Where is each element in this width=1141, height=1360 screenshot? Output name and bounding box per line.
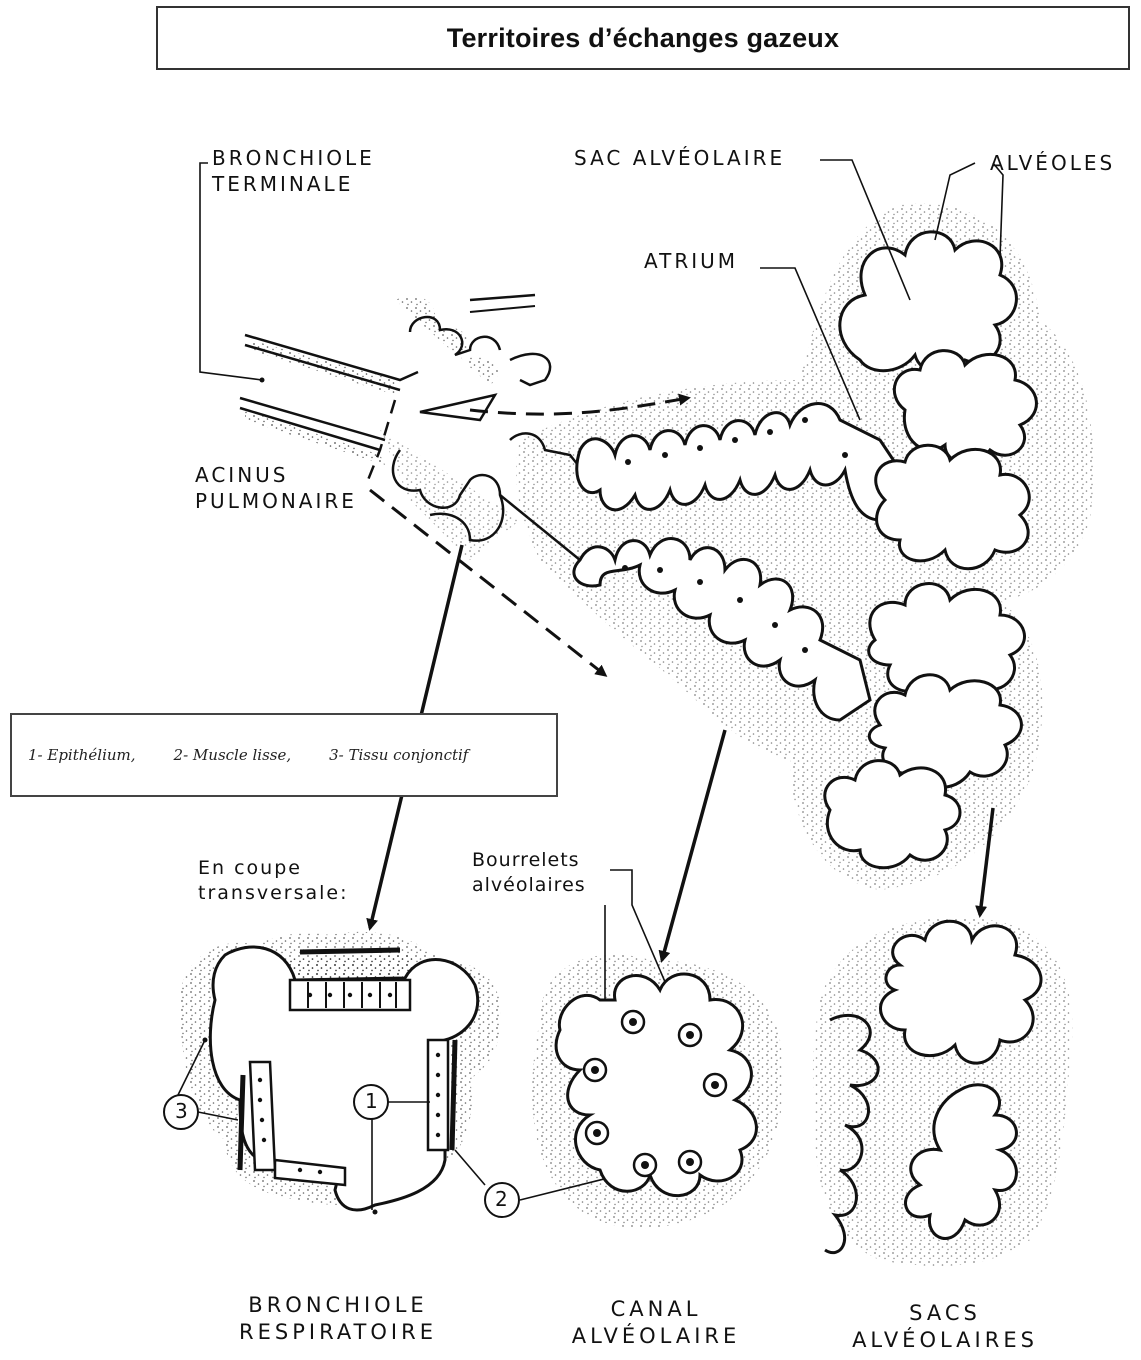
- arrow-to-canal-section: [662, 730, 725, 960]
- label-alveoles: ALVÉOLES: [990, 150, 1115, 176]
- label-bronchiole-respiratoire-line2: RESPIRATOIRE: [228, 1319, 448, 1346]
- label-sacs-alveolaires: SACS ALVÉOLAIRES: [835, 1300, 1055, 1355]
- label-en-coupe-line2: transversale:: [198, 881, 349, 906]
- label-bronchiole-terminale-line2: TERMINALE: [212, 171, 375, 197]
- label-acinus-pulmonaire: ACINUS PULMONAIRE: [195, 462, 357, 514]
- label-sac-alveolaire: SAC ALVÉOLAIRE: [574, 145, 785, 171]
- label-en-coupe-line1: En coupe: [198, 856, 349, 881]
- legend-box: 1- Epithélium, 2- Muscle lisse, 3- Tissu…: [10, 713, 558, 797]
- number-2-label: 2: [495, 1186, 508, 1212]
- legend-item-tissu-conjonctif: 3- Tissu conjonctif: [329, 746, 468, 764]
- label-sacs-alveolaires-line2: ALVÉOLAIRES: [835, 1327, 1055, 1354]
- legend-item-epithelium: 1- Epithélium,: [28, 746, 136, 764]
- legend-item-muscle-lisse: 2- Muscle lisse,: [174, 746, 292, 764]
- label-bronchiole-terminale: BRONCHIOLE TERMINALE: [212, 145, 375, 197]
- section-canal-alveolaire: [532, 955, 783, 1229]
- label-acinus-line1: ACINUS: [195, 462, 357, 488]
- label-canal-alveolaire-line1: CANAL: [556, 1296, 756, 1323]
- label-canal-alveolaire: CANAL ALVÉOLAIRE: [556, 1296, 756, 1351]
- label-sacs-alveolaires-line1: SACS: [835, 1300, 1055, 1327]
- label-atrium: ATRIUM: [644, 248, 738, 274]
- label-bourrelets-line2: alvéolaires: [472, 873, 586, 898]
- label-bronchiole-respiratoire-line1: BRONCHIOLE: [228, 1292, 448, 1319]
- number-1-label: 1: [365, 1088, 378, 1114]
- section-sacs-alveolaires: [813, 918, 1072, 1266]
- number-3-label: 3: [175, 1098, 188, 1124]
- label-en-coupe-transversale: En coupe transversale:: [198, 856, 349, 905]
- label-bourrelets-line1: Bourrelets: [472, 848, 586, 873]
- label-bronchiole-terminale-line1: BRONCHIOLE: [212, 145, 375, 171]
- label-bronchiole-respiratoire: BRONCHIOLE RESPIRATOIRE: [228, 1292, 448, 1347]
- label-canal-alveolaire-line2: ALVÉOLAIRE: [556, 1323, 756, 1350]
- label-bourrelets-alveolaires: Bourrelets alvéolaires: [472, 848, 586, 897]
- label-acinus-line2: PULMONAIRE: [195, 488, 357, 514]
